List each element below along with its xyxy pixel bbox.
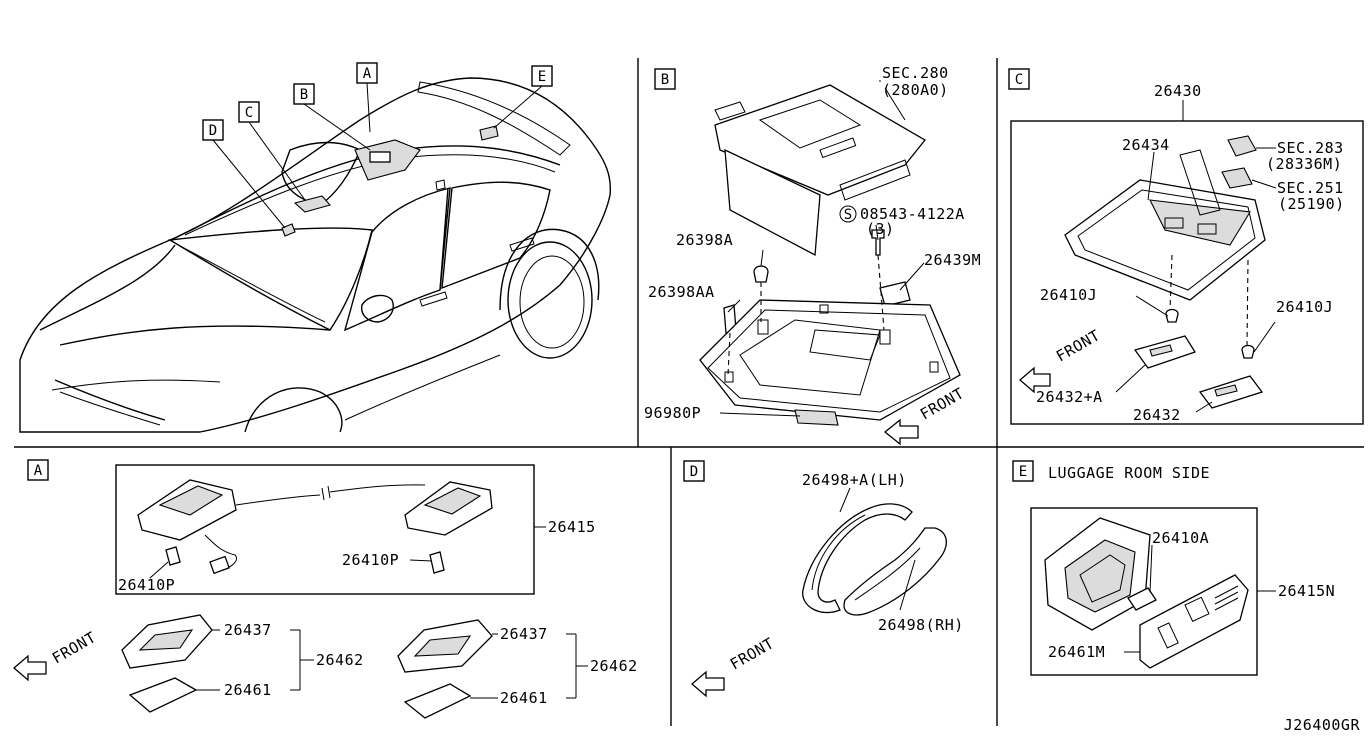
label-26410a: 26410A [1152, 529, 1209, 547]
bulb-26410j-right [1241, 344, 1255, 359]
front-arrow-b [883, 418, 919, 446]
label-sec251-2: (25190) [1278, 195, 1345, 213]
label-right-26461: 26461 [500, 689, 548, 707]
section-e: E LUGGAGE ROOM SIDE 26410A 26415N 26461M [1012, 460, 1335, 676]
label-26415n: 26415N [1278, 582, 1335, 600]
bracket-26439m [879, 281, 911, 307]
callout-E-overview: E [531, 65, 553, 87]
section-a-frame [115, 464, 535, 595]
bulb-26410p-left [165, 546, 181, 566]
label-sec280-2: (280A0) [882, 81, 949, 99]
section-e-tag-box [1012, 460, 1034, 482]
section-c-tag-box [1008, 68, 1030, 90]
bolt [871, 229, 885, 256]
svg-text:A: A [363, 66, 372, 82]
section-e-tag: E [1019, 464, 1027, 480]
drawing-code: J26400GR [1284, 716, 1361, 734]
console-26434 [1064, 179, 1266, 301]
label-bolt-code: 08543-4122A [860, 205, 965, 223]
section-d-tag-box [683, 460, 705, 482]
bulb-26410a [1127, 587, 1157, 611]
label-26410j-right: 26410J [1276, 298, 1333, 316]
label-26398aa: 26398AA [648, 283, 715, 301]
vehicle-overview [19, 77, 612, 433]
label-right-26462: 26462 [590, 657, 638, 675]
front-arrow-c [1019, 366, 1051, 394]
label-26432: 26432 [1133, 406, 1181, 424]
svg-text:D: D [209, 123, 217, 139]
label-26410p-left: 26410P [118, 576, 175, 594]
lens-26461m [1139, 574, 1249, 669]
section-c-frame [1010, 120, 1364, 425]
section-a: A FRONT [13, 459, 638, 719]
callout-D-overview: D [202, 119, 224, 141]
clip-26398a [753, 265, 769, 283]
section-c-tag: C [1015, 72, 1023, 88]
harness-26498a-lh [802, 503, 913, 614]
front-label-a: FRONT [49, 628, 99, 667]
section-d: D FRONT 26498+A(LH) 26498(RH) [683, 460, 964, 698]
overhead-console-housing [699, 299, 961, 421]
label-26415: 26415 [548, 518, 596, 536]
label-26410j-left: 26410J [1040, 286, 1097, 304]
label-96980p: 96980P [644, 404, 701, 422]
map-lamp-left-lens-26461 [128, 677, 198, 713]
label-sec251-1: SEC.251 [1277, 179, 1344, 197]
front-label-d: FRONT [727, 634, 777, 673]
label-26498a-lh: 26498+A(LH) [802, 471, 907, 489]
bolt-symbol: S [844, 207, 852, 223]
front-arrow-d [691, 670, 725, 698]
section-b: B FRONT [644, 64, 981, 446]
section-dividers [14, 58, 1364, 726]
section-e-title: LUGGAGE ROOM SIDE [1048, 464, 1210, 482]
label-26430: 26430 [1154, 82, 1202, 100]
label-left-26437: 26437 [224, 621, 272, 639]
label-26398a: 26398A [676, 231, 733, 249]
section-a-tag-box [27, 459, 49, 481]
section-b-tag: B [661, 72, 669, 88]
front-arrow-a [13, 654, 47, 682]
part-sec251 [1221, 167, 1253, 189]
label-26439m: 26439M [924, 251, 981, 269]
map-lamp-right-lens-26461 [403, 683, 472, 719]
callout-C-overview: C [238, 101, 260, 123]
label-sec280-1: SEC.280 [882, 64, 949, 82]
part-sec283 [1227, 135, 1257, 157]
callout-B-overview: B [293, 83, 315, 105]
label-right-26437: 26437 [500, 625, 548, 643]
bulb-26410p-right [429, 551, 445, 574]
label-26410p-right: 26410P [342, 551, 399, 569]
label-bolt-qty: (3) [866, 220, 895, 238]
label-left-26461: 26461 [224, 681, 272, 699]
label-26432a: 26432+A [1036, 388, 1103, 406]
svg-text:C: C [245, 105, 253, 121]
front-label-c: FRONT [1053, 326, 1103, 365]
roof-module-plate [724, 148, 821, 257]
label-26434: 26434 [1122, 136, 1170, 154]
section-c: C FRONT 26430 26434 [1008, 68, 1364, 425]
callout-A-overview: A [356, 62, 378, 84]
section-b-tag-box [654, 68, 676, 90]
label-26461m: 26461M [1048, 643, 1105, 661]
bolt-symbol-circle [839, 205, 857, 223]
section-d-tag: D [690, 464, 698, 480]
bulb-26410j-left [1165, 308, 1179, 323]
label-sec283-1: SEC.283 [1277, 139, 1344, 157]
section-a-tag: A [34, 463, 43, 479]
svg-text:B: B [300, 87, 308, 103]
label-26498-rh: 26498(RH) [878, 616, 964, 634]
svg-text:E: E [538, 69, 546, 85]
label-sec283-2: (28336M) [1266, 155, 1342, 173]
label-left-26462: 26462 [316, 651, 364, 669]
